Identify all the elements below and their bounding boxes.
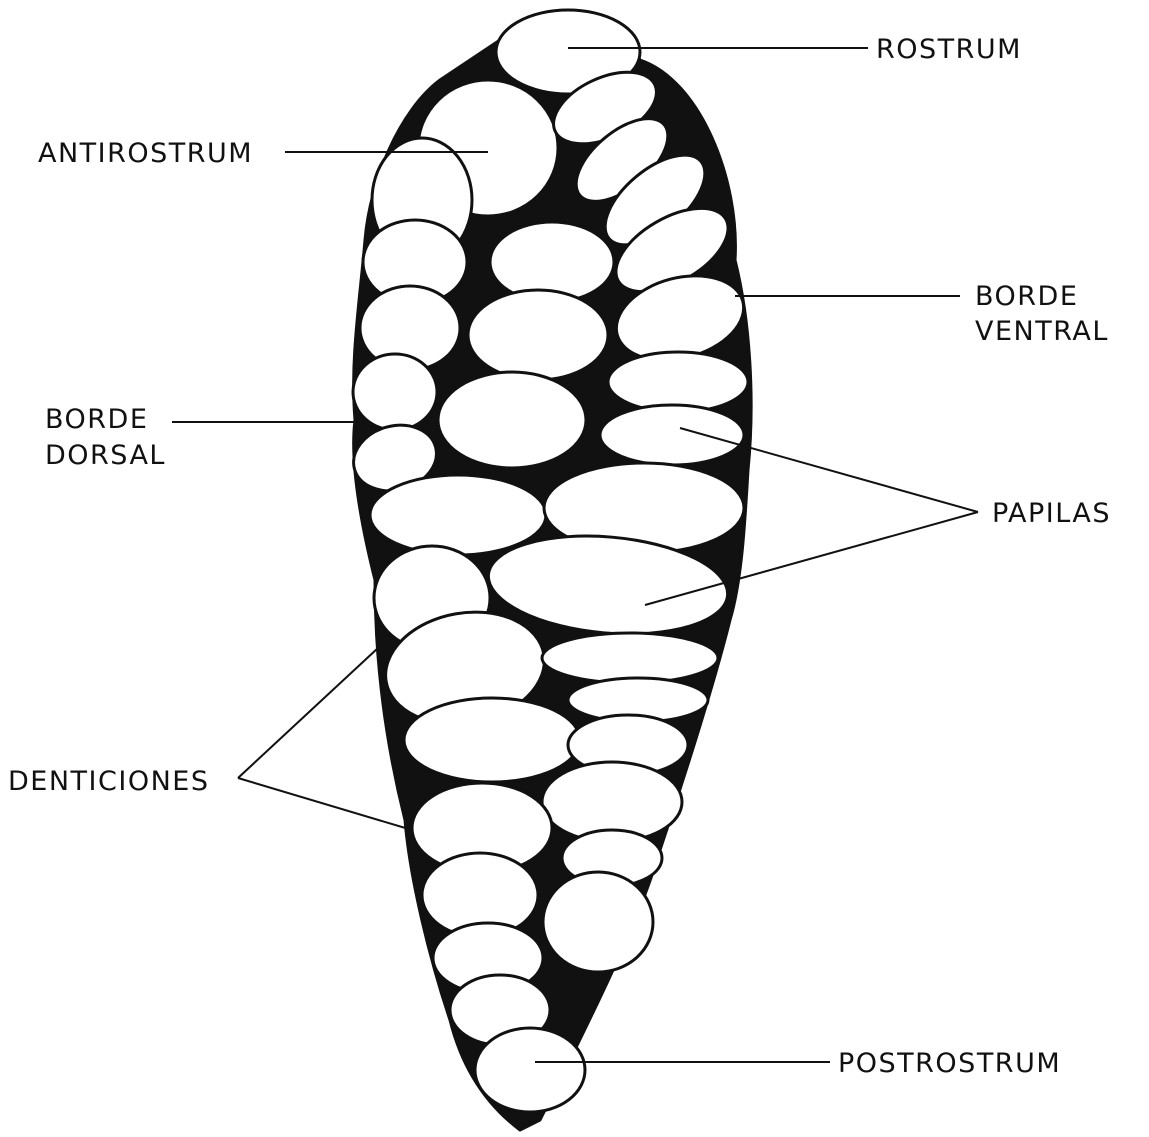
label-borde-dorsal-line2: DORSAL xyxy=(45,440,166,471)
leader-denticiones-1 xyxy=(238,648,378,778)
papilla xyxy=(608,352,748,412)
papilla xyxy=(468,290,608,380)
label-rostrum: ROSTRUM xyxy=(876,34,1022,65)
papilla xyxy=(475,1028,585,1112)
papilla xyxy=(543,872,653,972)
papilla xyxy=(542,633,718,683)
label-denticiones: DENTICIONES xyxy=(8,766,209,797)
papilla xyxy=(600,405,744,465)
papillae-group xyxy=(346,10,753,1112)
label-papilas: PAPILAS xyxy=(992,498,1111,529)
label-borde-ventral-line1: BORDE xyxy=(975,281,1078,312)
papilla xyxy=(370,475,546,555)
papilla xyxy=(404,698,580,782)
leader-denticiones-2 xyxy=(238,778,412,830)
label-borde-ventral-line2: VENTRAL xyxy=(975,316,1109,347)
label-antirostrum: ANTIROSTRUM xyxy=(38,138,253,169)
papilla xyxy=(438,372,586,468)
label-postrostrum: POSTROSTRUM xyxy=(838,1048,1061,1079)
label-borde-dorsal-line1: BORDE xyxy=(45,404,148,435)
papilla xyxy=(353,354,437,430)
